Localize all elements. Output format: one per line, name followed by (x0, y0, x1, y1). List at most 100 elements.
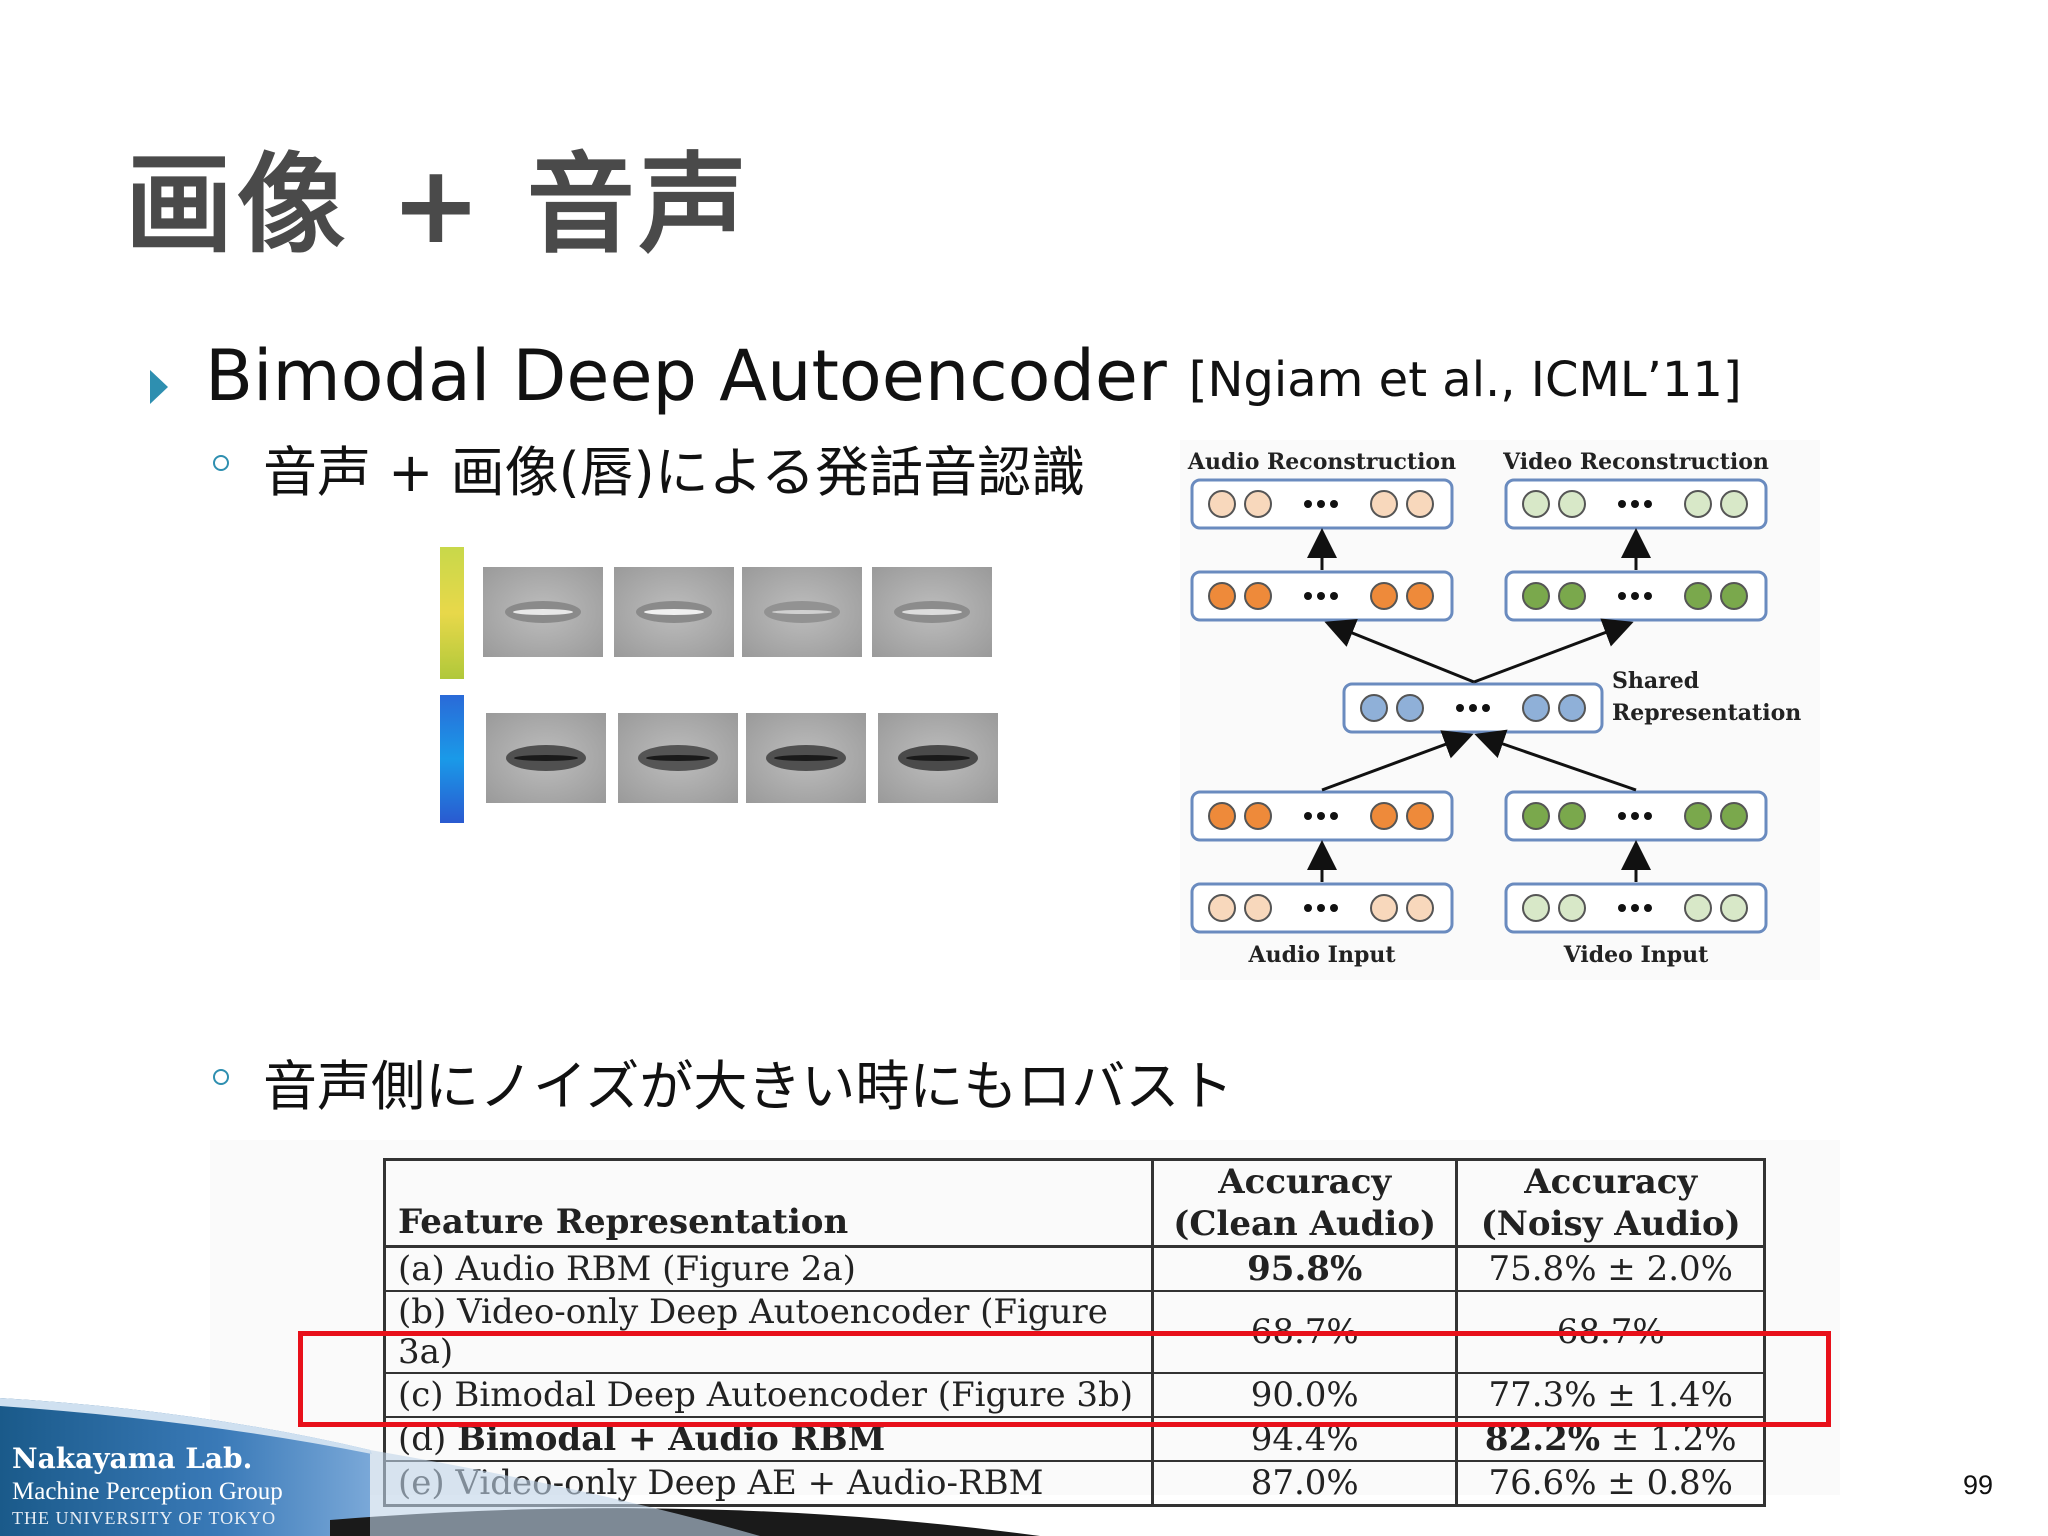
video-hidden-bottom-node-4 (1720, 802, 1748, 830)
sub-bullet-1: 音声 + 画像(唇)による発話音認識 (263, 441, 1086, 504)
video-hidden-top-ellipsis-dot (1644, 592, 1652, 600)
cell-feature: (a) Audio RBM (Figure 2a) (383, 1246, 1154, 1291)
lab-name: Nakayama Lab. (12, 1442, 253, 1475)
video-hidden-top-ellipsis-dot (1618, 592, 1626, 600)
audio-input-ellipsis-dot (1317, 904, 1325, 912)
table-row: (e) Video-only Deep AE + Audio-RBM 87.0%… (383, 1461, 1766, 1506)
audio-spectrogram-2 (440, 695, 464, 823)
audio-spectrogram-1 (440, 547, 464, 679)
audio-hidden-bottom-node-1 (1208, 802, 1236, 830)
video-input-ellipsis-dot (1644, 904, 1652, 912)
video-input-label: Video Input (1563, 942, 1709, 968)
video-hidden-top-node-2 (1558, 582, 1586, 610)
video-reconstruction-node-4 (1720, 490, 1748, 518)
video-reconstruction-node-3 (1684, 490, 1712, 518)
lip-row-1 (483, 567, 992, 657)
audio-input-ellipsis-dot (1304, 904, 1312, 912)
audio-reconstruction-label: Audio Reconstruction (1187, 449, 1456, 475)
audio-reconstruction-ellipsis-dot (1330, 500, 1338, 508)
lip-row-2 (486, 713, 998, 803)
table-header-row: Feature Representation Accuracy(Clean Au… (383, 1159, 1766, 1247)
cell-clean: 87.0% (1150, 1461, 1459, 1506)
audio-reconstruction-node-3 (1370, 490, 1398, 518)
cell-noisy: 75.8% ± 2.0% (1455, 1246, 1766, 1291)
lab-group: Machine Perception Group (12, 1478, 283, 1505)
bimodal-autoencoder-diagram: Audio Reconstruction Video Reconstructio… (1180, 440, 1820, 980)
audio-hidden-bottom-node-2 (1244, 802, 1272, 830)
audio-hidden-top-node-4 (1406, 582, 1434, 610)
cell-clean: 95.8% (1150, 1246, 1459, 1291)
cell-noisy: 76.6% ± 0.8% (1455, 1461, 1766, 1506)
video-reconstruction-node-2 (1558, 490, 1586, 518)
shared-label-1: Shared (1612, 668, 1699, 694)
video-hidden-bottom-ellipsis-dot (1644, 812, 1652, 820)
shared-node-3 (1522, 694, 1550, 722)
video-reconstruction-ellipsis-dot (1631, 500, 1639, 508)
video-input-node-1 (1522, 894, 1550, 922)
shared-ellipsis-dot (1482, 704, 1490, 712)
audio-input-label: Audio Input (1248, 942, 1397, 968)
sub-bullet-circle-icon (213, 1069, 229, 1085)
video-hidden-bottom-ellipsis-dot (1631, 812, 1639, 820)
audio-hidden-bottom-ellipsis-dot (1304, 812, 1312, 820)
video-hidden-bottom-node-3 (1684, 802, 1712, 830)
video-hidden-bottom-node-2 (1558, 802, 1586, 830)
audio-input-node-4 (1406, 894, 1434, 922)
sub-bullet-circle-icon (213, 455, 229, 471)
header-noisy: Accuracy(Noisy Audio) (1455, 1159, 1766, 1247)
audio-hidden-top-node-3 (1370, 582, 1398, 610)
video-input-node-4 (1720, 894, 1748, 922)
video-reconstruction-label: Video Reconstruction (1502, 449, 1769, 475)
bullet-main: Bimodal Deep Autoencoder [Ngiam et al., I… (205, 335, 1742, 417)
header-feature: Feature Representation (383, 1159, 1154, 1247)
video-hidden-top-node-3 (1684, 582, 1712, 610)
video-reconstruction-ellipsis-dot (1618, 500, 1626, 508)
audio-reconstruction-node-2 (1244, 490, 1272, 518)
audio-hidden-top-ellipsis-dot (1317, 592, 1325, 600)
audio-hidden-bottom-node-3 (1370, 802, 1398, 830)
shared-node-4 (1558, 694, 1586, 722)
video-hidden-bottom-node-1 (1522, 802, 1550, 830)
bullet-reference: [Ngiam et al., ICML’11] (1188, 352, 1742, 408)
audio-reconstruction-ellipsis-dot (1304, 500, 1312, 508)
audio-hidden-bottom-ellipsis-dot (1330, 812, 1338, 820)
shared-ellipsis-dot (1469, 704, 1477, 712)
shared-node-1 (1360, 694, 1388, 722)
slide-title: 画像 + 音声 (125, 143, 751, 268)
shared-node-2 (1396, 694, 1424, 722)
cell-noisy: 77.3% ± 1.4% (1455, 1373, 1766, 1417)
lip-images (440, 547, 998, 823)
page-number: 99 (1963, 1470, 1994, 1500)
video-hidden-top-node-4 (1720, 582, 1748, 610)
audio-input-node-1 (1208, 894, 1236, 922)
audio-hidden-top-ellipsis-dot (1330, 592, 1338, 600)
sub-bullet-2: 音声側にノイズが大きい時にもロバスト (263, 1055, 1234, 1118)
video-input-node-2 (1558, 894, 1586, 922)
audio-input-ellipsis-dot (1330, 904, 1338, 912)
table-row: (c) Bimodal Deep Autoencoder (Figure 3b)… (383, 1373, 1766, 1417)
header-clean: Accuracy(Clean Audio) (1150, 1159, 1459, 1247)
bullet-arrow-icon (150, 370, 168, 404)
video-hidden-bottom-ellipsis-dot (1618, 812, 1626, 820)
audio-input-node-3 (1370, 894, 1398, 922)
video-hidden-top-ellipsis-dot (1631, 592, 1639, 600)
audio-reconstruction-node-1 (1208, 490, 1236, 518)
bullet-main-text: Bimodal Deep Autoencoder (205, 335, 1167, 417)
lab-university: THE UNIVERSITY OF TOKYO (12, 1508, 277, 1528)
video-input-ellipsis-dot (1631, 904, 1639, 912)
cell-feature: (c) Bimodal Deep Autoencoder (Figure 3b) (383, 1373, 1154, 1417)
audio-reconstruction-ellipsis-dot (1317, 500, 1325, 508)
video-reconstruction-node-1 (1522, 490, 1550, 518)
audio-hidden-top-ellipsis-dot (1304, 592, 1312, 600)
audio-hidden-top-node-2 (1244, 582, 1272, 610)
audio-hidden-top-node-1 (1208, 582, 1236, 610)
shared-ellipsis-dot (1456, 704, 1464, 712)
video-input-ellipsis-dot (1618, 904, 1626, 912)
diagram-nodes (1208, 490, 1748, 922)
video-reconstruction-ellipsis-dot (1644, 500, 1652, 508)
audio-reconstruction-node-4 (1406, 490, 1434, 518)
audio-hidden-bottom-node-4 (1406, 802, 1434, 830)
shared-label-2: Representation (1612, 700, 1801, 726)
highlight-box (298, 1331, 1831, 1427)
audio-input-node-2 (1244, 894, 1272, 922)
